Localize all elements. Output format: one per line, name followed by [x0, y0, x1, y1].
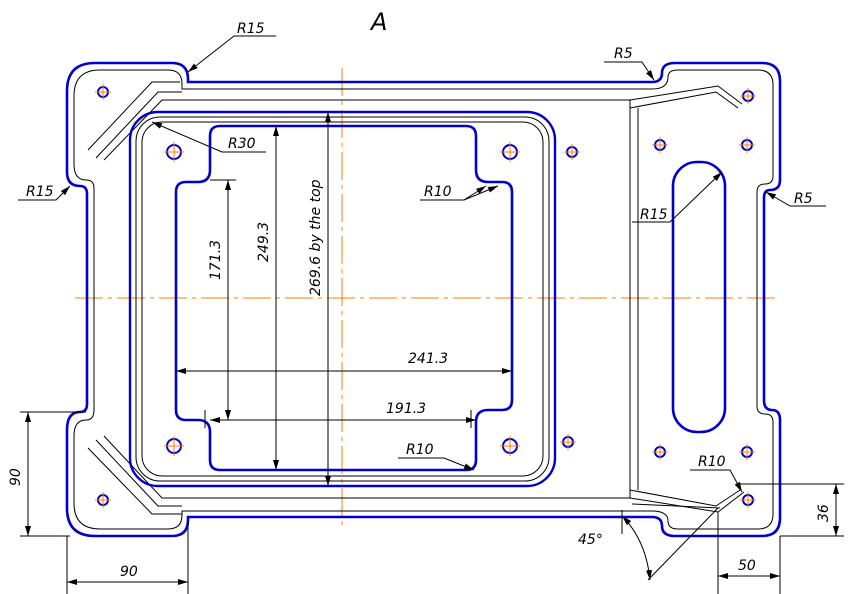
callout-r15-left: R15: [26, 184, 54, 200]
center-lines: [75, 68, 775, 530]
dim-241: 241.3: [408, 351, 448, 367]
central-window: [174, 124, 514, 472]
callout-labels: R15 R5 R15 R5 R30 R10 R10 R15 R10: [26, 21, 813, 470]
dim-269: 269.6 by the top: [308, 179, 324, 296]
callout-r5-top: R5: [614, 46, 633, 62]
outer-contour: [65, 61, 782, 538]
inner-rim-line: [135, 116, 550, 482]
body-outline: [73, 69, 774, 530]
callout-r10-upper: R10: [424, 184, 452, 200]
callout-r10-lower: R10: [406, 442, 434, 458]
leader-lines: [18, 35, 826, 493]
dim-171: 171.3: [208, 240, 224, 280]
inner-rim-line-2: [141, 121, 544, 477]
view-label: A: [369, 8, 387, 36]
slot: [671, 160, 727, 434]
holes: [95, 84, 756, 508]
callout-r15-slot: R15: [640, 207, 668, 223]
callout-r10-bottom-right: R10: [698, 454, 726, 470]
dim-50: 50: [738, 558, 756, 574]
callout-r30: R30: [228, 136, 256, 152]
dim-191: 191.3: [386, 401, 426, 417]
dim-249: 249.3: [256, 222, 272, 262]
chamfer-lines: [87, 81, 745, 515]
dimension-labels: 171.3 249.3 269.6 by the top 241.3 191.3…: [8, 179, 832, 580]
callout-r5-right: R5: [794, 191, 813, 207]
dim-90-horizontal: 90: [120, 564, 138, 580]
dim-45: 45°: [578, 532, 603, 548]
inner-rim-outer: [128, 110, 557, 488]
dim-36: 36: [816, 504, 832, 522]
dimension-lines: [20, 112, 844, 594]
dim-90-vertical: 90: [8, 468, 24, 486]
callout-r15-top: R15: [237, 21, 265, 37]
